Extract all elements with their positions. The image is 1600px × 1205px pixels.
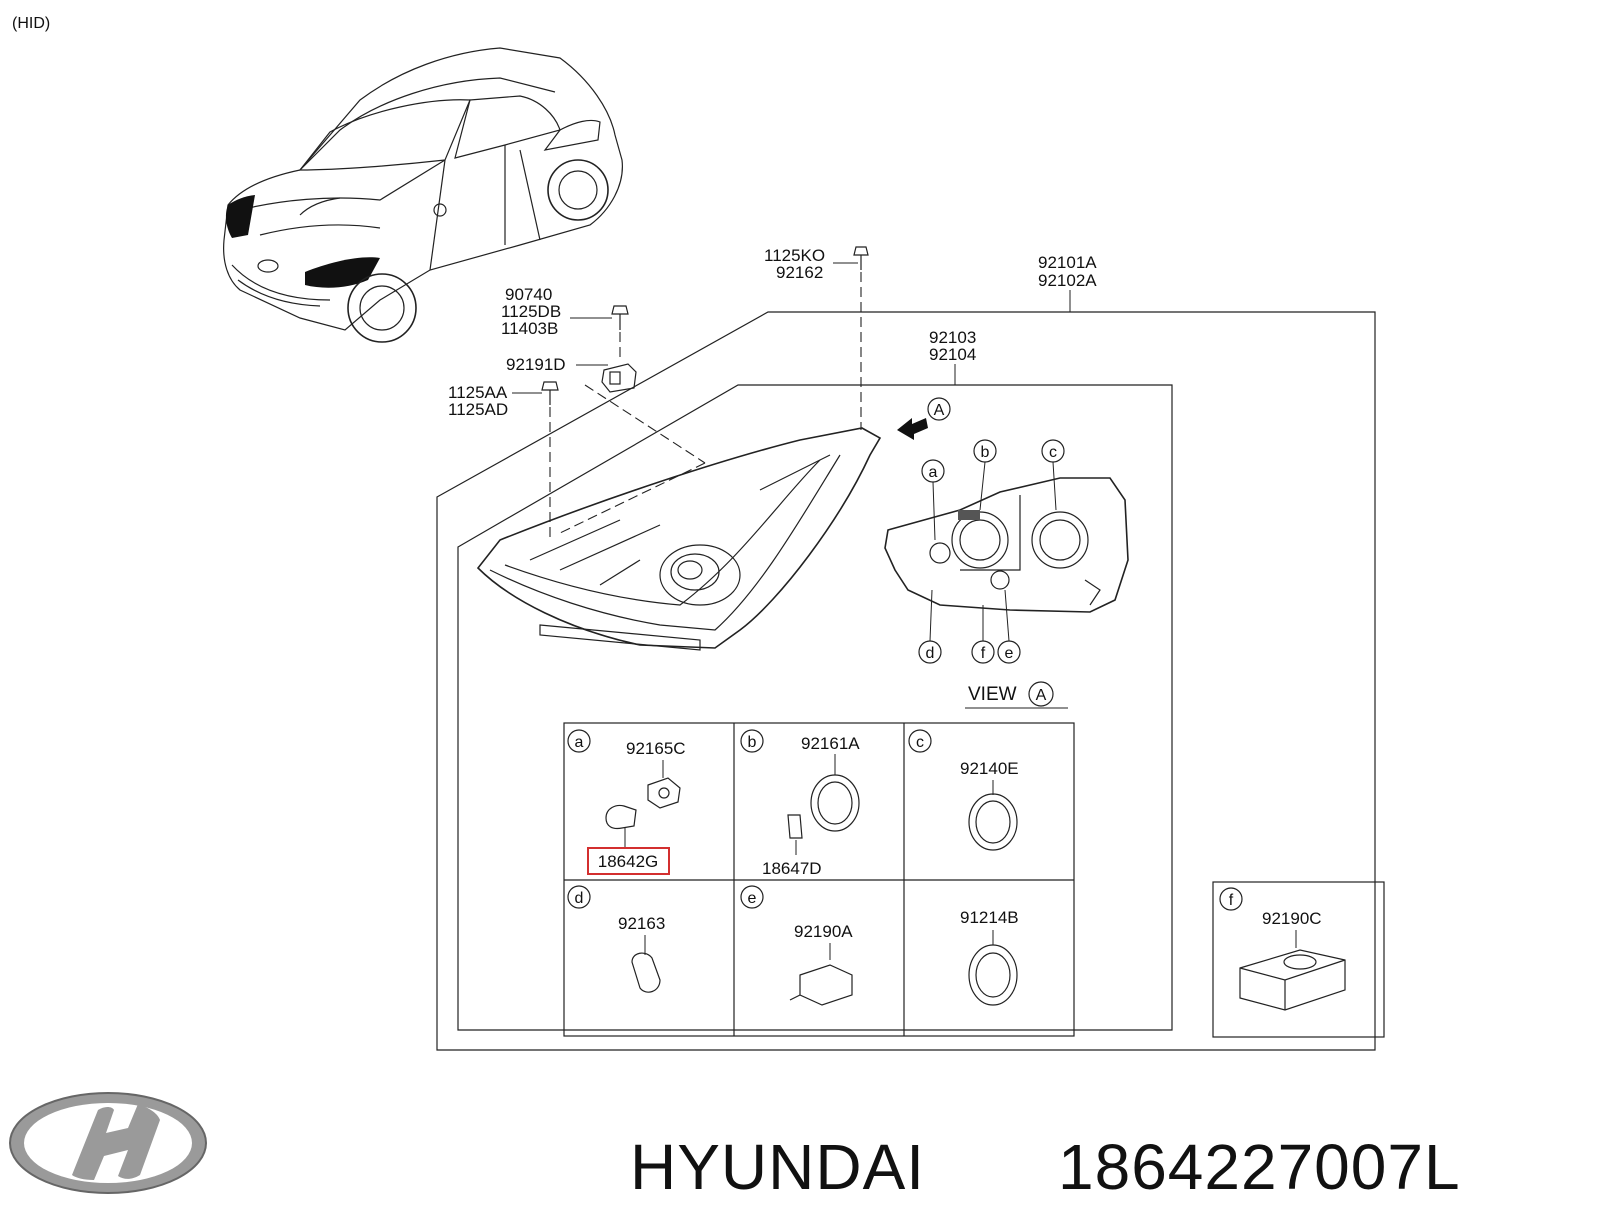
- cell-b-part-2: 18647D: [762, 859, 822, 878]
- parts-table: [563, 722, 1075, 1037]
- view-letter: A: [1036, 687, 1047, 704]
- socket-icon: [647, 777, 681, 809]
- brand-text: HYUNDAI: [630, 1131, 925, 1200]
- view-markers: a b c d e f: [918, 439, 1065, 664]
- view-arrow-letter: A: [934, 402, 945, 419]
- callout-bolt-top-1: 1125KO: [764, 246, 825, 265]
- part-number-text: 1864227007L: [1058, 1131, 1461, 1200]
- cell-b-letter: b: [748, 734, 757, 751]
- callout-bolt-top-2: 92162: [776, 263, 823, 282]
- cell-f-letter: f: [1229, 892, 1234, 909]
- cell-a-letter: a: [575, 734, 584, 751]
- table-cell-a: a 92165C 18642G: [567, 729, 686, 875]
- cell-6-part-1: 91214B: [960, 908, 1019, 927]
- cell-c-letter: c: [916, 734, 924, 751]
- callout-housing-2: 92104: [929, 345, 976, 364]
- actuator-icon: [799, 964, 853, 1006]
- table-side-cell-f: f 92190C: [1212, 881, 1385, 1038]
- ring-icon: [810, 774, 860, 832]
- bolt-lower-icon: [541, 381, 559, 540]
- callout-lower-bolt-1: 1125AA: [448, 383, 508, 402]
- car-illustration: [223, 47, 623, 343]
- callout-assembly-2: 92102A: [1038, 271, 1097, 290]
- hid-bulb-icon: [787, 814, 803, 839]
- callout-housing-1: 92103: [929, 328, 976, 347]
- cell-a-part-1: 92165C: [626, 739, 686, 758]
- bulb-icon: [605, 804, 637, 830]
- callout-bracket-bolt-1: 90740: [505, 285, 552, 304]
- cell-c-part-1: 92140E: [960, 759, 1019, 778]
- view-marker-f: f: [981, 645, 986, 662]
- callout-bracket-bolt-3: 11403B: [501, 319, 558, 338]
- cell-e-letter: e: [748, 890, 757, 907]
- highlight-box: [587, 847, 670, 875]
- callout-lower-bolt-2: 1125AD: [448, 400, 508, 419]
- table-cell-e: e 92190A: [740, 885, 853, 1006]
- table-cell-c: c 92140E: [908, 729, 1019, 851]
- view-marker-b: b: [981, 444, 990, 461]
- table-cell-b: b 92161A 18647D: [740, 729, 860, 878]
- cell-d-letter: d: [575, 890, 584, 907]
- table-cell-d: d 92163: [567, 885, 665, 993]
- hyundai-logo: [9, 1092, 207, 1194]
- ring-icon: [968, 793, 1018, 851]
- cell-f-part-1: 92190C: [1262, 909, 1322, 928]
- callout-assembly-1: 92101A: [1038, 253, 1097, 272]
- housing-box: [457, 384, 1173, 1031]
- view-marker-e: e: [1005, 645, 1014, 662]
- headlamp-rear-view: [884, 477, 1129, 613]
- view-marker-c: c: [1049, 444, 1057, 461]
- ring-icon: [968, 944, 1018, 1006]
- view-text: VIEW: [968, 684, 1017, 705]
- variant-label: (HID): [12, 15, 50, 32]
- headlamp-front: [476, 427, 882, 651]
- bolt-bracket-icon: [611, 305, 629, 360]
- view-arrow: A: [897, 397, 951, 440]
- bracket-icon: [559, 363, 706, 534]
- assembly-box: [436, 311, 1376, 1051]
- callout-bracket-bolt-2: 1125DB: [501, 302, 561, 321]
- view-marker-d: d: [926, 645, 935, 662]
- grommet-icon: [631, 952, 661, 993]
- cell-d-part-1: 92163: [618, 914, 665, 933]
- cell-b-part-1: 92161A: [801, 734, 860, 753]
- view-marker-a: a: [929, 464, 938, 481]
- table-cell-6: 91214B: [960, 908, 1019, 1006]
- cell-e-part-1: 92190A: [794, 922, 853, 941]
- ballast-icon: [1239, 949, 1346, 1011]
- callout-bracket: 92191D: [506, 355, 566, 374]
- bolt-top-icon: [853, 246, 869, 430]
- cell-a-part-2: 18642G: [598, 852, 659, 871]
